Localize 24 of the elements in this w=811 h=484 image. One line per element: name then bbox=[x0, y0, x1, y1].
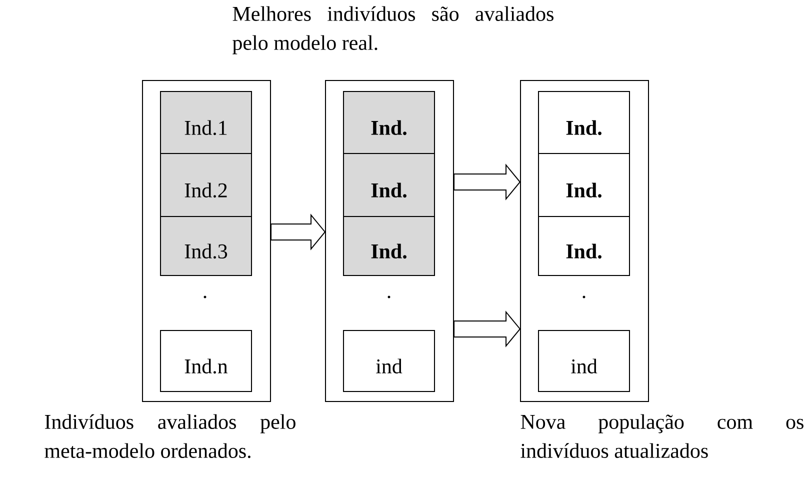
block-arrow bbox=[454, 310, 521, 348]
individual-box: Ind.3 bbox=[160, 216, 252, 276]
individual-box: Ind.n bbox=[160, 330, 252, 392]
individual-box: ind bbox=[343, 330, 435, 392]
ellipsis-dot: . bbox=[582, 296, 586, 298]
node-label: Nova população com os indivíduos atualizados bbox=[520, 414, 804, 458]
column-box bbox=[142, 80, 271, 402]
block-arrow bbox=[454, 164, 521, 200]
node-label: Indivíduos avaliados pelo meta-modelo ordenados. bbox=[44, 414, 296, 458]
individual-box: Ind. bbox=[343, 153, 435, 217]
individual-box: Ind. bbox=[343, 91, 435, 154]
individual-box: Ind.1 bbox=[160, 91, 252, 154]
node-label: Melhores indivíduos são avaliados pelo modelo real. bbox=[232, 6, 554, 54]
individual-box: Ind. bbox=[538, 91, 630, 154]
ellipsis-dot: . bbox=[204, 296, 206, 298]
individual-box: Ind.2 bbox=[160, 153, 252, 217]
column-box bbox=[520, 80, 649, 402]
individual-box: Ind. bbox=[343, 216, 435, 276]
individual-box: ind bbox=[538, 330, 630, 392]
individual-box: Ind. bbox=[538, 216, 630, 276]
block-arrow bbox=[270, 214, 326, 250]
individual-box: Ind. bbox=[538, 153, 630, 217]
column-box bbox=[325, 80, 454, 402]
ellipsis-dot: . bbox=[388, 296, 390, 298]
